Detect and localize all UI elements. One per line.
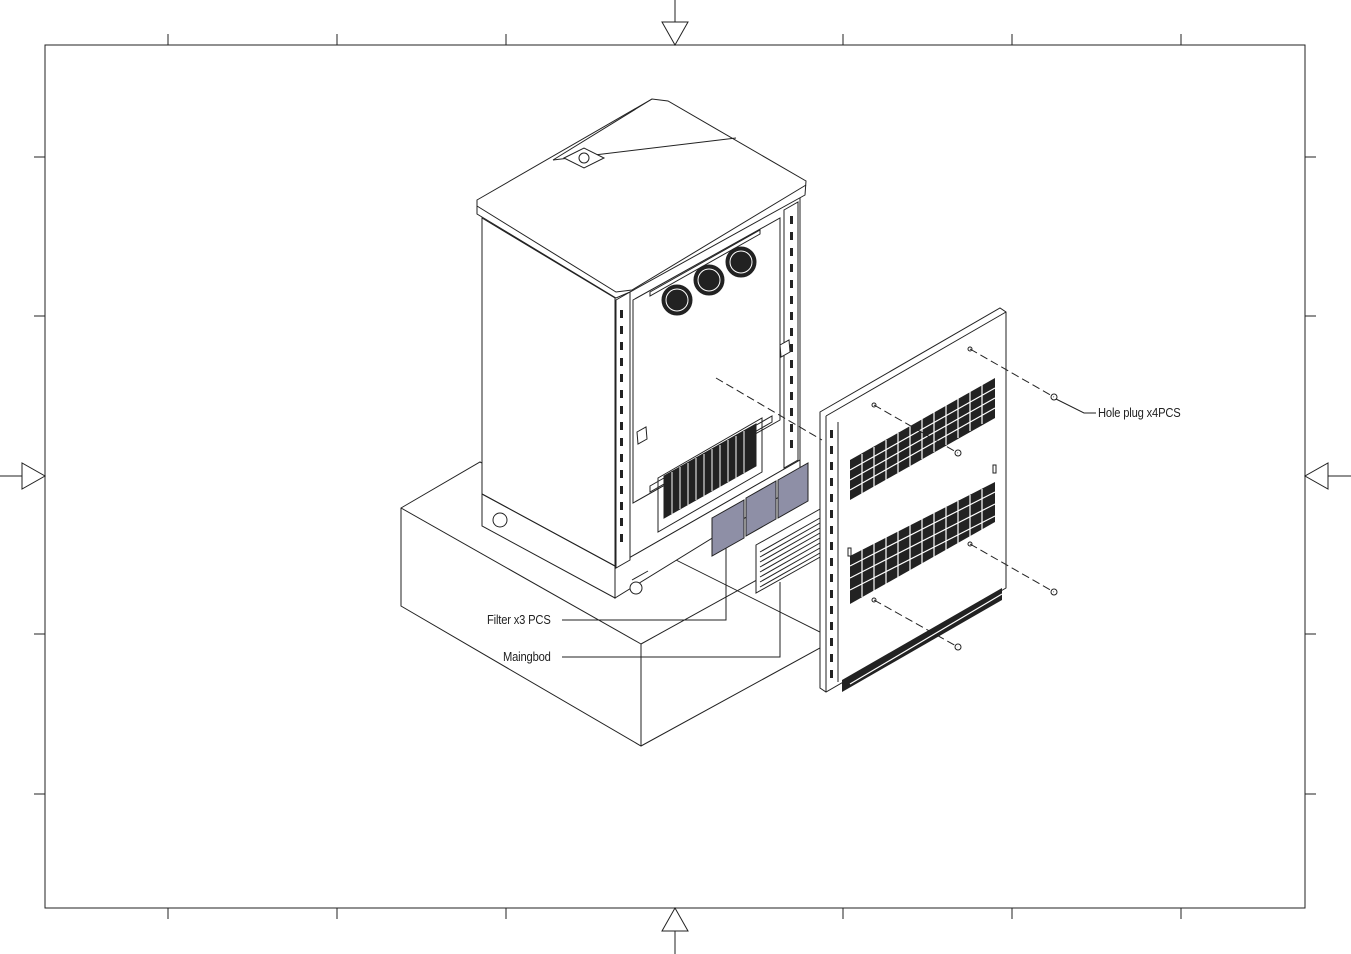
filter-callout: Filter x3 PCS [487,612,551,627]
hole-plug-callout: Hole plug x4PCS [1098,405,1181,420]
main-board-callout: Maingbod [503,649,551,664]
